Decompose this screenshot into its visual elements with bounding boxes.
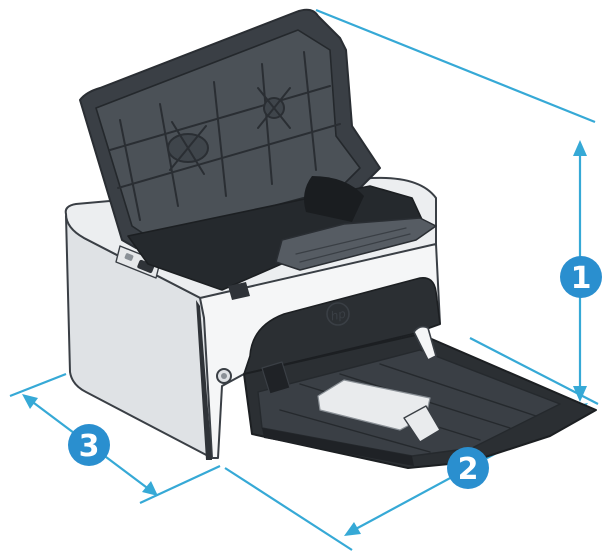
cartridge-roller [304, 176, 364, 222]
printer-lid-ribs [109, 51, 341, 221]
paper-width-guide [403, 405, 441, 443]
callout-1: 1 [560, 256, 602, 298]
inner-paper-guide [275, 217, 437, 271]
hp-logo-text: hp [329, 306, 347, 323]
depth-extension-right [139, 465, 221, 504]
callout-1-circle [560, 256, 602, 298]
callout-3: 3 [68, 424, 110, 466]
arrowhead-width-left [344, 522, 361, 536]
callout-3-circle [68, 424, 110, 466]
front-opening [243, 276, 441, 375]
front-latch [228, 282, 250, 300]
paper-width-guide-left [261, 361, 291, 395]
tray-extension [262, 428, 414, 466]
callout-3-label: 3 [79, 429, 100, 464]
control-panel-button-2 [124, 253, 134, 261]
hp-logo: hp [326, 302, 350, 326]
depth-extension-left [9, 372, 67, 398]
arrowhead-depth-right [142, 481, 158, 496]
printer-front-edge [196, 300, 212, 460]
arrowhead-height-bottom [573, 386, 587, 402]
arrowhead-height-top [573, 140, 587, 156]
arrowhead-depth-left [22, 394, 38, 409]
callout-2: 2 [447, 447, 489, 489]
width-extension-left [224, 467, 353, 551]
power-button-inner [221, 373, 227, 379]
tray-right-arm [413, 325, 437, 361]
printer-illustration: hp [64, 8, 597, 469]
callout-2-circle [447, 447, 489, 489]
control-panel-button [137, 259, 155, 274]
callout-2-label: 2 [458, 452, 479, 487]
height-extension-top [315, 8, 596, 124]
inner-guide-ridges [295, 227, 411, 263]
callout-1-label: 1 [571, 261, 592, 296]
